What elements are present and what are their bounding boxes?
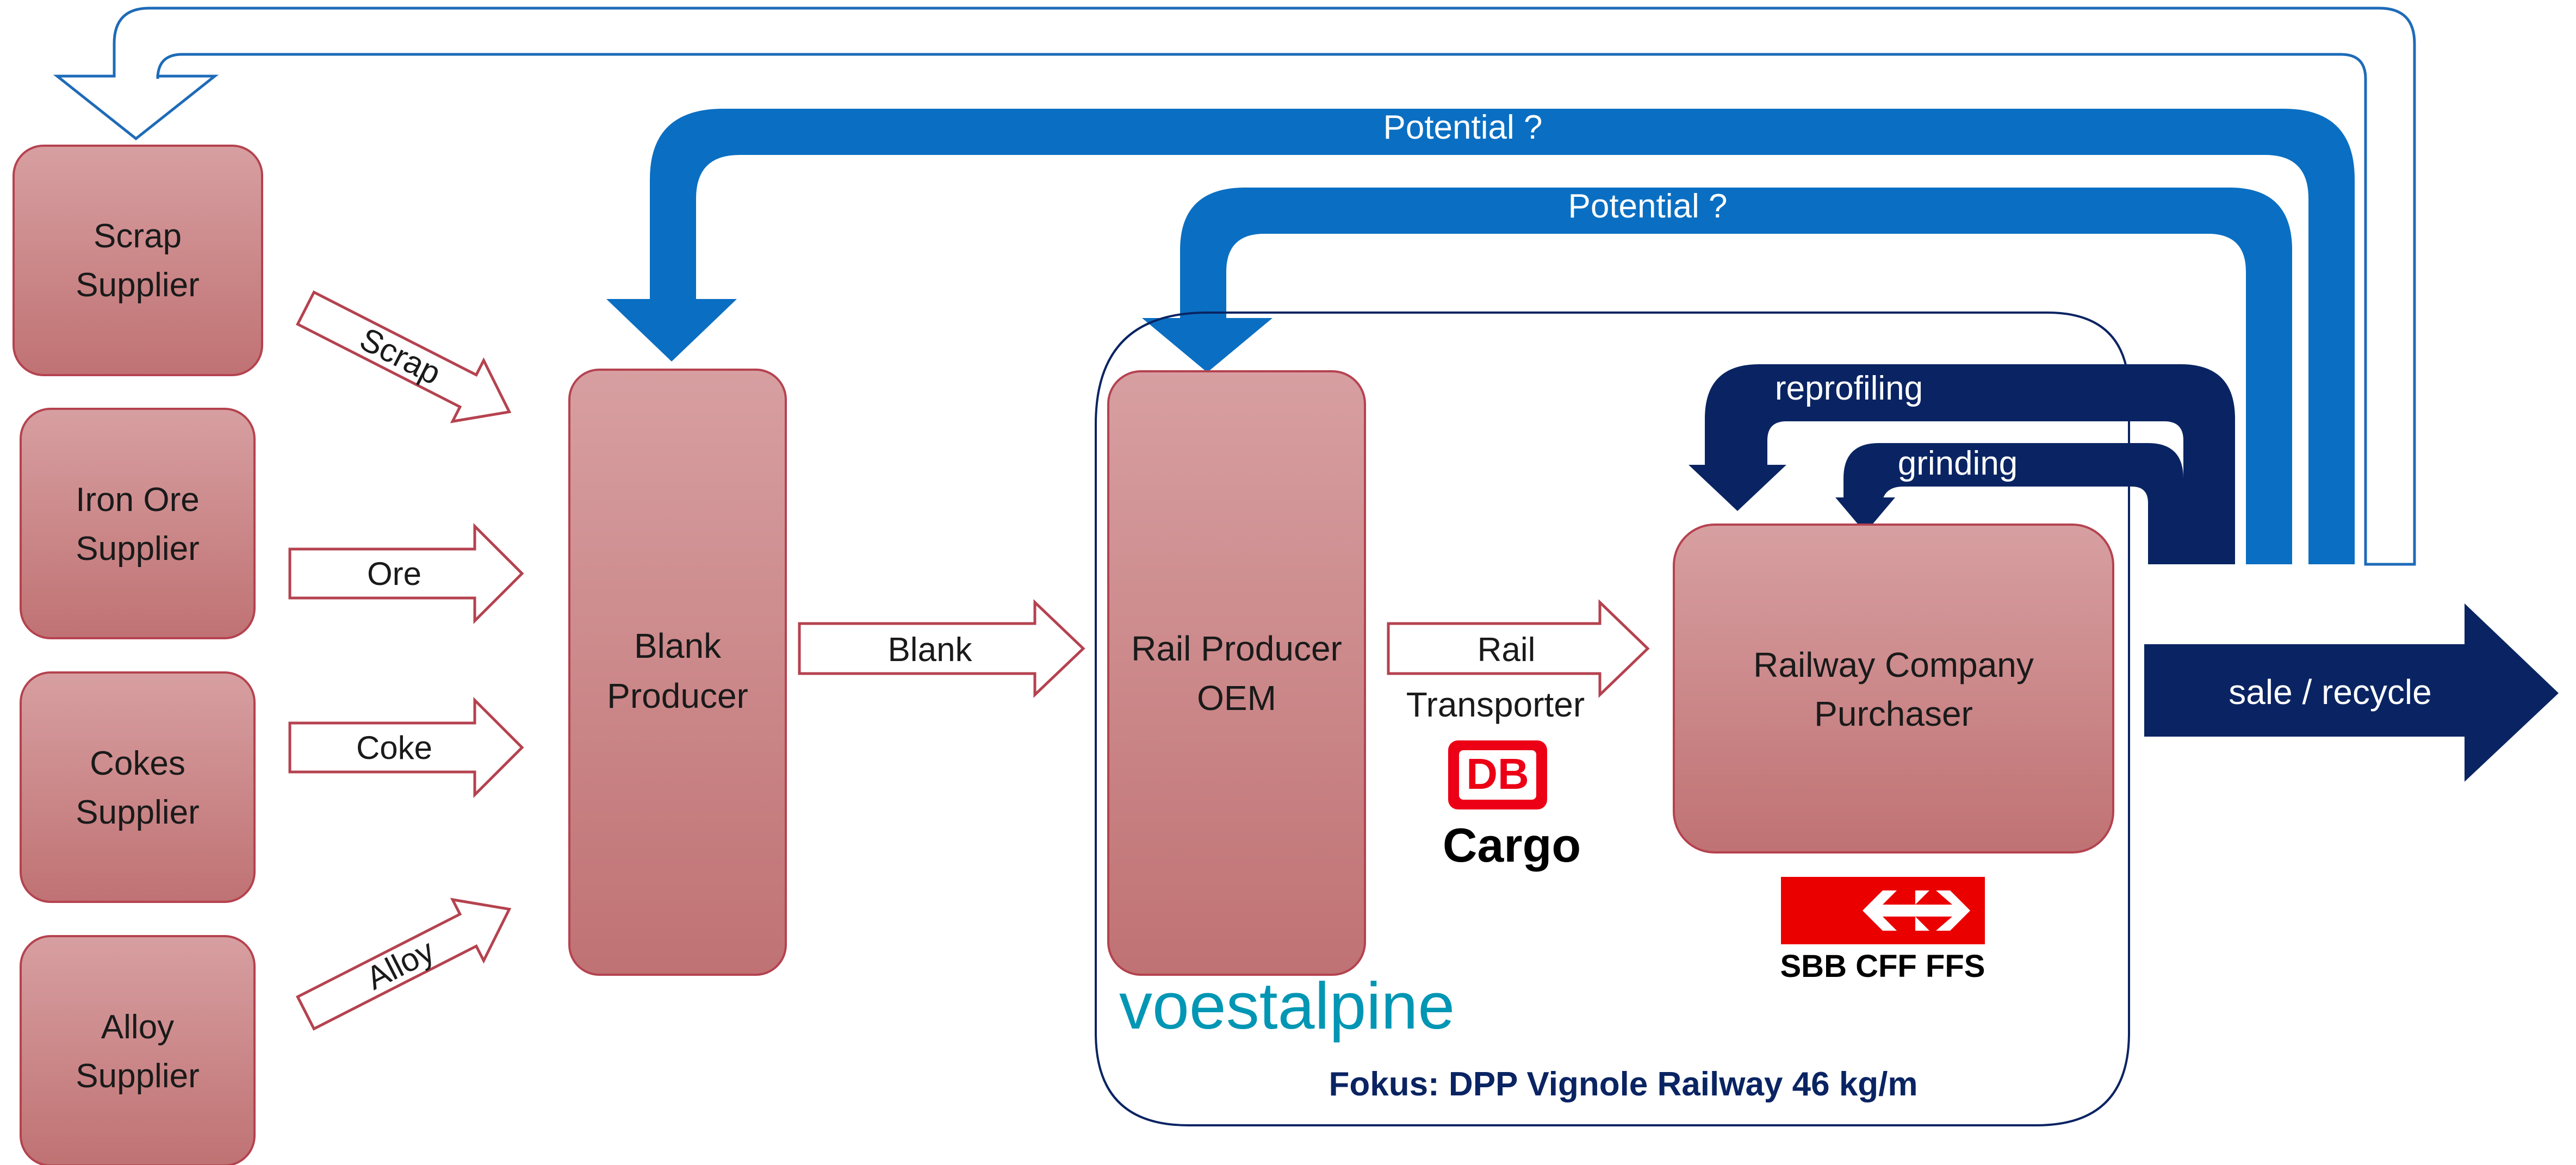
sale-recycle-arrow: sale / recycle — [2144, 603, 2559, 782]
blank-producer-line1: Blank — [634, 626, 722, 665]
rail-flow-arrow: Rail — [1387, 599, 1650, 698]
blank-producer-box: Blank Producer — [568, 369, 787, 976]
sbb-logo: SBB CFF FFS — [1780, 877, 1985, 984]
grinding-loop — [1835, 443, 2183, 564]
rail-flow-label: Rail — [1478, 631, 1536, 669]
railway-company-box: Railway Company Purchaser — [1673, 524, 2114, 853]
potential-loop-1 — [606, 109, 2355, 564]
blank-flow-arrow: Blank — [798, 599, 1085, 698]
focus-caption: Fokus: DPP Vignole Railway 46 kg/m — [1329, 1066, 1917, 1103]
alloy-input-arrow: Alloy — [295, 898, 512, 1031]
supplier-label-line1: Iron Ore — [76, 481, 199, 519]
supplier-label-line1: Alloy — [101, 1008, 174, 1046]
supplier-box-iron-ore: Iron Ore Supplier — [20, 408, 256, 639]
coke-input-arrow: Coke — [288, 696, 524, 799]
grinding-label: grinding — [1898, 445, 2018, 482]
supplier-label-line2: Supplier — [76, 794, 199, 831]
alloy-input-label: Alloy — [361, 932, 440, 997]
focus-region — [1095, 312, 2130, 1126]
potential-label-1: Potential ? — [1383, 109, 1543, 146]
potential-loop-2 — [1142, 188, 2292, 564]
rail-producer-line2: OEM — [1197, 678, 1276, 718]
scrap-return-loop — [53, 7, 2416, 566]
supplier-label-line2: Supplier — [76, 530, 199, 568]
ore-input-label: Ore — [367, 556, 421, 592]
rail-producer-line1: Rail Producer — [1131, 629, 1342, 668]
supplier-label-line2: Supplier — [76, 266, 199, 304]
reprofiling-label: reprofiling — [1775, 370, 1923, 407]
railway-company-line2: Purchaser — [1814, 694, 1973, 733]
supplier-label-line1: Scrap — [94, 217, 182, 255]
potential-label-2: Potential ? — [1568, 188, 1728, 225]
db-logo-mark: DB — [1466, 750, 1529, 798]
supplier-box-scrap: Scrap Supplier — [13, 145, 263, 376]
ore-input-arrow: Ore — [288, 522, 524, 625]
sale-recycle-label: sale / recycle — [2229, 672, 2431, 712]
sbb-logo-text: SBB CFF FFS — [1780, 949, 1985, 984]
supplier-label-line1: Cokes — [90, 745, 185, 782]
scrap-input-arrow: Scrap — [295, 290, 512, 423]
supplier-label-line2: Supplier — [76, 1057, 199, 1095]
db-cargo-logo: DB Cargo — [1443, 740, 1581, 872]
coke-input-label: Coke — [356, 730, 432, 766]
supplier-box-alloy: Alloy Supplier — [20, 935, 256, 1165]
railway-company-line1: Railway Company — [1753, 645, 2034, 684]
scrap-input-label: Scrap — [354, 321, 446, 392]
rail-producer-box: Rail Producer OEM — [1107, 370, 1366, 976]
db-logo-name: Cargo — [1443, 818, 1581, 872]
blank-flow-label: Blank — [887, 631, 972, 669]
voestalpine-logo: voestalpine — [1119, 969, 1455, 1043]
blank-producer-line2: Producer — [607, 676, 748, 715]
transporter-label: Transporter — [1406, 685, 1585, 724]
supplier-box-cokes: Cokes Supplier — [20, 671, 256, 903]
reprofiling-loop — [1689, 364, 2235, 564]
